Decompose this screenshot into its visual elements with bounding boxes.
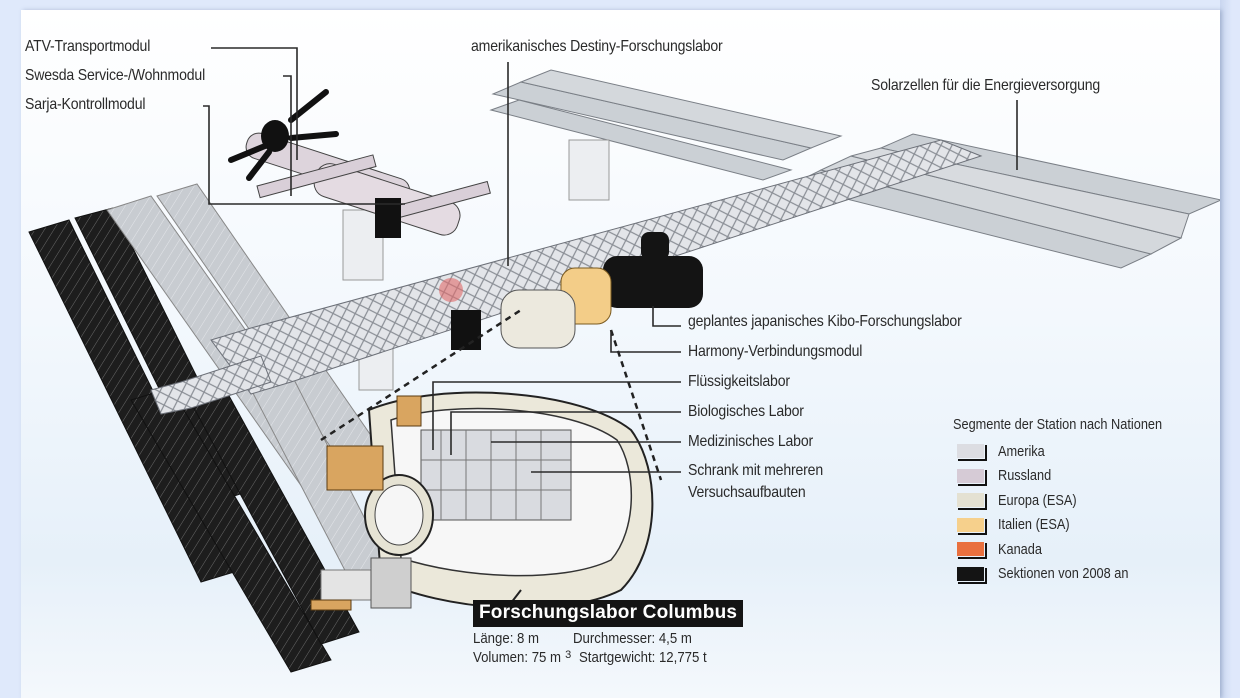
legend-swatch [957,542,987,560]
label-rack-line2: Versuchsaufbauten [688,484,806,501]
legend-label: Sektionen von 2008 an [998,565,1129,583]
legend-item-russland: Russland [953,464,1199,489]
destiny-module [439,278,576,350]
columbus-length: Länge: 8 m [473,630,540,647]
legend-swatch [957,444,987,462]
leader-lines [203,47,1018,473]
russian-segment [228,89,491,238]
legend-item-sektionen-2008: Sektionen von 2008 an [953,562,1199,587]
legend-title: Segmente der Station nach Nationen [953,416,1163,433]
legend-item-kanada: Kanada [953,537,1199,562]
frame-right-edge [1220,0,1240,698]
legend-label: Europa (ESA) [998,491,1077,509]
iss-illustration [28,47,1220,673]
legend-label: Amerika [998,442,1045,460]
label-atv-transportmodul: ATV-Transportmodul [25,38,151,55]
columbus-info-box: Forschungslabor Columbus Länge: 8 m Durc… [473,600,744,666]
main-truss [210,139,983,395]
label-harmony-module: Harmony-Verbindungsmodul [688,343,863,360]
columbus-volume: Volumen: 75 m [473,649,562,666]
legend-label: Kanada [998,540,1042,558]
label-solar-cells: Solarzellen für die Energieversorgung [871,77,1101,94]
legend-item-europa: Europa (ESA) [953,488,1199,513]
label-sarja-module: Sarja-Kontrollmodul [25,96,146,113]
label-kibo-lab: geplantes japanisches Kibo-Forschungslab… [688,313,962,330]
label-medical-lab: Medizinisches Labor [688,433,814,450]
label-swesda-module: Swesda Service-/Wohnmodul [25,67,206,84]
label-fluid-lab: Flüssigkeitslabor [688,373,790,390]
solar-array-left-dark [28,207,360,673]
legend-swatch [957,468,987,486]
label-rack-line1: Schrank mit mehreren [688,462,823,479]
legend-swatch [957,517,987,535]
label-bio-lab: Biologisches Labor [688,403,804,420]
legend: Segmente der Station nach Nationen Ameri… [953,416,1199,586]
legend-swatch [957,566,987,584]
legend-item-italien: Italien (ESA) [953,513,1199,538]
columbus-title: Forschungslabor Columbus [473,600,744,627]
legend-item-amerika: Amerika [953,439,1199,464]
legend-label: Russland [998,467,1052,485]
label-destiny-lab: amerikanisches Destiny-Forschungslabor [471,38,723,55]
legend-label: Italien (ESA) [998,516,1070,534]
truss-left-end [150,355,272,415]
infographic-card: ATV-Transportmodul Swesda Service-/Wohnm… [21,10,1220,698]
legend-swatch [957,493,987,511]
kibo-module [603,232,703,308]
columbus-volume-unit-sup: 3 [565,649,572,661]
columbus-diameter: Durchmesser: 4,5 m [573,630,692,647]
columbus-cargo [310,557,412,611]
columbus-weight: Startgewicht: 12,775 t [579,649,707,666]
